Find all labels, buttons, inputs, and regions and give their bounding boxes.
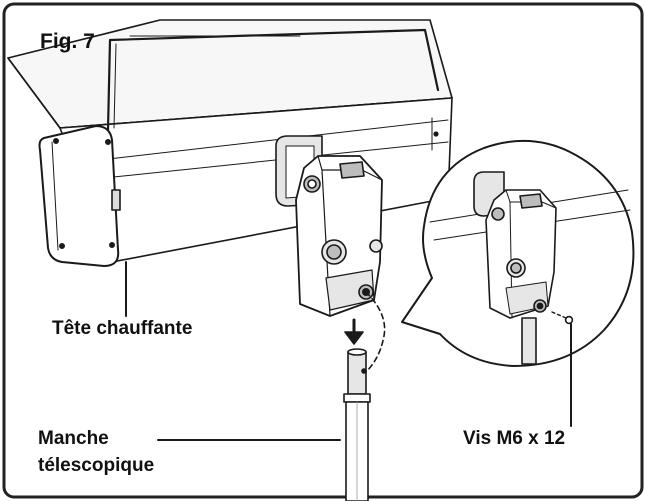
screw-label: Vis M6 x 12 <box>463 428 566 449</box>
figure-number: Fig. 7 <box>40 30 95 53</box>
telescopic-pole <box>343 348 371 501</box>
telescopic-handle-label-line1: Manche <box>38 428 109 449</box>
detail-magnifier <box>401 139 635 367</box>
alignment-dashed-line <box>365 291 386 373</box>
tilt-joint <box>295 155 383 317</box>
telescopic-handle-label-line2: télescopique <box>38 455 155 476</box>
heating-head-label: Tête chauffante <box>52 318 193 339</box>
insert-direction-arrow <box>344 318 364 345</box>
heater-body <box>7 19 453 267</box>
